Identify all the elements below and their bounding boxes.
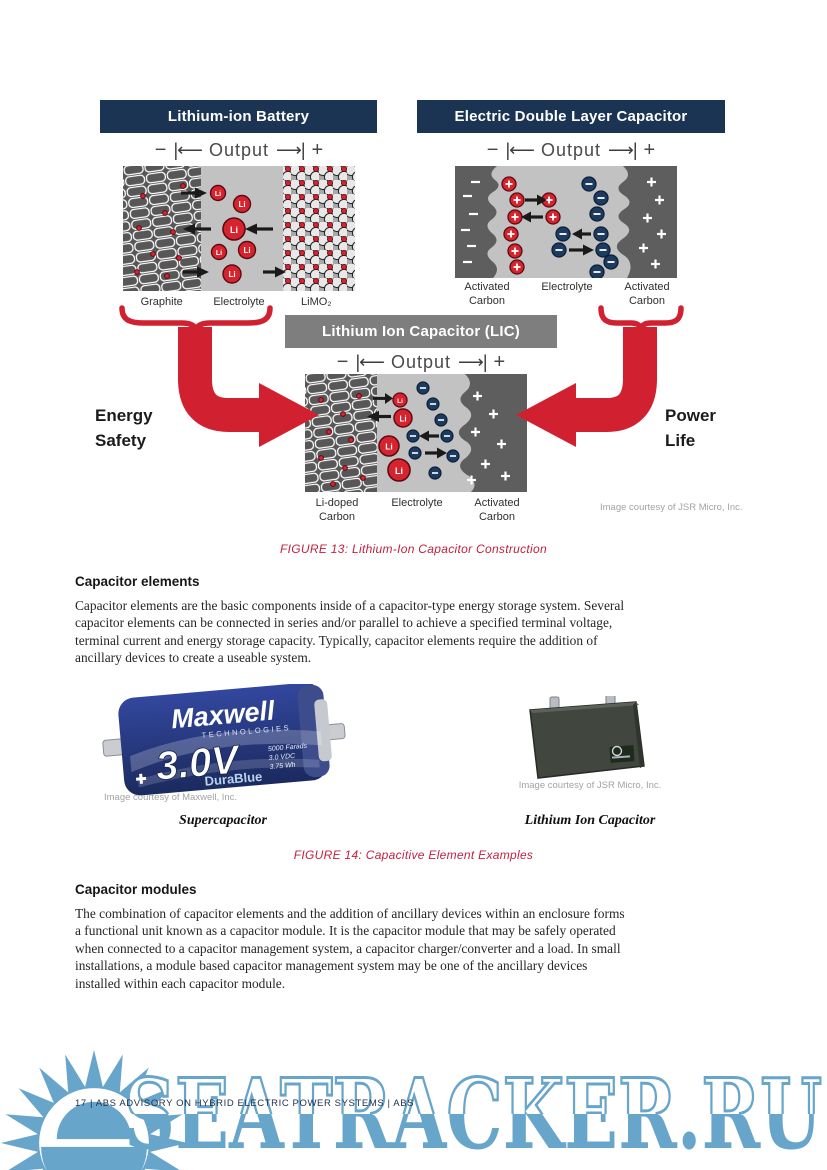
figure-14-caption: FIGURE 14: Capacitive Element Examples (293, 848, 534, 862)
lithium-ion-capacitor-label: Lithium Ion Capacitor (524, 813, 656, 828)
power-life-callout: Power Life (665, 406, 717, 450)
battery-title-bar: Lithium-ion Battery (100, 100, 377, 133)
cations (501, 176, 561, 275)
edlc-output-row: − |⟵ Output ⟶| + (440, 137, 702, 163)
positive-charge-marks (467, 391, 510, 485)
watermark-text: SEATRACKER.RU (124, 1058, 822, 1170)
svg-text:3.0 VDC: 3.0 VDC (268, 753, 296, 762)
svg-text:3.0V: 3.0V (154, 738, 243, 789)
output-label: Output (390, 351, 452, 372)
section-heading-capacitor-modules: Capacitor modules (75, 882, 197, 897)
right-arrow-icon: ⟶| (276, 139, 306, 160)
output-label: Output (540, 139, 602, 160)
svg-text:5000 Farads: 5000 Farads (268, 743, 308, 753)
lithium-ions: Li Li Li Li (378, 392, 413, 482)
electrode-label: LiMO₂ (301, 296, 332, 308)
svg-text:Li: Li (230, 225, 238, 235)
electrode-label: Activated Carbon (624, 281, 670, 307)
supercapacitor-label: Supercapacitor (179, 813, 267, 828)
electrode-label: Electrolyte (391, 497, 443, 509)
anions (406, 381, 460, 480)
edlc-title-bar: Electric Double Layer Capacitor (417, 100, 725, 133)
electrode-label: Activated Carbon (464, 281, 510, 307)
svg-text:Li: Li (385, 442, 393, 452)
svg-text:Li: Li (397, 398, 403, 405)
svg-text:Li: Li (228, 270, 235, 279)
plus-sign: + (493, 350, 506, 373)
left-arrow-icon: |⟵ (173, 139, 203, 160)
left-arrow-icon: |⟵ (505, 139, 535, 160)
ion-flow-arrows (521, 194, 594, 256)
svg-text:Li: Li (243, 246, 250, 255)
merge-arrow-right-icon (516, 327, 657, 447)
svg-text:Li: Li (216, 250, 222, 257)
output-label: Output (208, 139, 270, 160)
supercapacitor-photo: Maxwell TECHNOLOGIES 3.0V 5000 Farads 3.… (102, 684, 346, 796)
page-footer: 17 | ABS ADVISORY ON HYBRID ELECTRIC POW… (75, 1098, 415, 1109)
li-dopant-dots (318, 393, 366, 487)
negative-charge-marks (461, 180, 480, 264)
ion-flow-arrows (367, 393, 447, 459)
svg-text:Li: Li (395, 466, 403, 476)
figure-13-caption: FIGURE 13: Lithium-Ion Capacitor Constru… (280, 542, 547, 556)
positive-charge-marks (639, 177, 666, 269)
minus-sign: − (336, 350, 349, 373)
merge-arrow-left-icon (178, 327, 319, 447)
section-body-capacitor-modules: The combination of capacitor elements an… (75, 906, 625, 991)
battery-electrode-labels: Graphite Electrolyte LiMO₂ (123, 296, 355, 310)
li-dopant-dots (134, 183, 186, 279)
edlc-electrode-labels: Activated Carbon Electrolyte Activated C… (447, 281, 687, 309)
section-body-capacitor-elements: Capacitor elements are the basic compone… (75, 598, 625, 666)
lic-output-row: − |⟵ Output ⟶| + (290, 350, 552, 374)
left-arrow-icon: |⟵ (355, 351, 385, 372)
battery-diagram-graphic: Li Li Li Li Li Li (123, 166, 355, 291)
anions (551, 176, 619, 278)
minus-sign: − (486, 138, 499, 161)
svg-text:3.75 Wh: 3.75 Wh (269, 762, 296, 771)
lic-diagram-graphic: Li Li Li Li (305, 374, 527, 492)
electrode-label: Activated Carbon (474, 497, 520, 523)
svg-text:Li: Li (215, 191, 221, 198)
ion-flow-arrows (181, 187, 286, 278)
lithium-ion-capacitor-photo (529, 696, 645, 779)
plus-sign: + (311, 138, 324, 161)
watermark-graphic: SEATRACKER.RU SEATRACKER.RU (123, 1057, 824, 1170)
edlc-diagram-graphic (455, 166, 677, 278)
electrode-label: Graphite (140, 296, 183, 308)
image-credit: Image courtesy of JSR Micro, Inc. (518, 780, 662, 791)
lic-electrode-labels: Li-doped Carbon Electrolyte Activated Ca… (297, 497, 537, 525)
image-credit: Image courtesy of Maxwell, Inc. (104, 792, 238, 803)
section-heading-capacitor-elements: Capacitor elements (75, 574, 200, 589)
plus-sign: + (643, 138, 656, 161)
image-credit: Image courtesy of JSR Micro, Inc. (600, 502, 743, 513)
watermark-text: SEATRACKER.RU (124, 1058, 822, 1170)
minus-sign: − (154, 138, 167, 161)
electrode-label: Electrolyte (541, 281, 593, 293)
lithium-ions: Li Li Li Li Li Li (209, 184, 257, 284)
svg-text:Li: Li (238, 200, 245, 209)
lic-title-bar: Lithium Ion Capacitor (LIC) (285, 315, 557, 348)
right-arrow-icon: ⟶| (458, 351, 488, 372)
svg-text:Li: Li (399, 415, 406, 424)
right-arrow-icon: ⟶| (608, 139, 638, 160)
electrode-label: Electrolyte (213, 296, 265, 308)
battery-output-row: − |⟵ Output ⟶| + (108, 137, 370, 163)
energy-safety-callout: Energy Safety (95, 406, 153, 450)
svg-text:DuraBlue: DuraBlue (204, 769, 263, 789)
electrode-label: Li-doped Carbon (315, 497, 359, 523)
